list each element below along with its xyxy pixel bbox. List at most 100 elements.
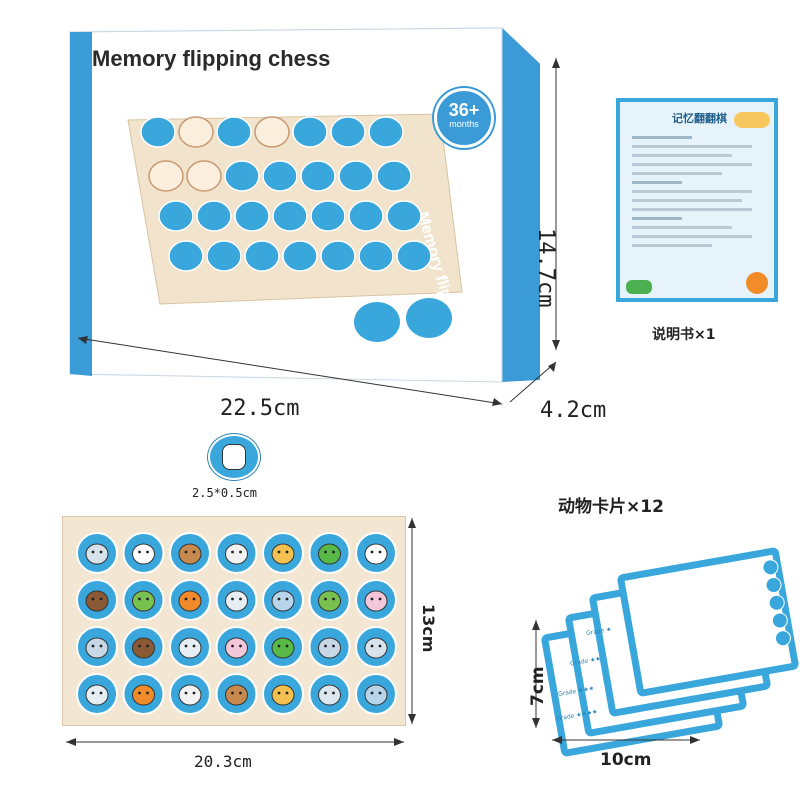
cow-piece [122, 532, 165, 574]
mouse-icon [318, 637, 341, 659]
crocodile-piece [262, 626, 304, 668]
eye [99, 550, 103, 554]
eye [370, 691, 374, 695]
bear-icon [85, 590, 109, 612]
eye [285, 550, 289, 554]
eye [277, 691, 281, 695]
box-dimension-lines [77, 58, 560, 406]
tiger-icon [178, 590, 202, 612]
eye [138, 691, 141, 695]
eye [370, 597, 374, 601]
tiger-piece [122, 673, 165, 715]
eye [285, 644, 289, 648]
instruction-text-block [632, 130, 752, 253]
box-depth-label: 4.2cm [540, 398, 607, 423]
box-piece [196, 200, 232, 232]
eye [332, 550, 335, 554]
box-pieces [140, 116, 432, 272]
eye [184, 550, 188, 554]
eye [146, 644, 149, 648]
hippo-icon [318, 684, 341, 706]
game-board [62, 516, 406, 726]
giraffe-icon [271, 543, 295, 565]
rabbit-piece [355, 579, 397, 621]
frog-icon [132, 590, 155, 612]
cat-piece [215, 579, 258, 621]
frog-piece [122, 579, 165, 621]
box-piece [396, 240, 432, 272]
box-piece [168, 240, 204, 272]
eye [324, 644, 327, 648]
eye [231, 644, 234, 648]
rabbit-icon [364, 590, 388, 612]
mouse-icon [85, 637, 109, 659]
eye [324, 550, 327, 554]
eye [91, 644, 95, 648]
box-piece [292, 116, 328, 148]
koala-icon [364, 637, 388, 659]
eye [277, 597, 281, 601]
crocodile-icon [271, 637, 295, 659]
giraffe-piece [262, 673, 304, 715]
eye [285, 597, 289, 601]
zebra-piece [215, 532, 258, 574]
eye [192, 644, 196, 648]
box-piece [282, 240, 318, 272]
eye [138, 644, 141, 648]
mouse-piece [308, 626, 351, 668]
eye [184, 644, 188, 648]
frog-piece [308, 579, 351, 621]
eye [277, 550, 281, 554]
tiger-icon [746, 272, 768, 294]
zebra-piece [169, 673, 211, 715]
empty-slot [178, 116, 214, 148]
elephant-icon [271, 590, 295, 612]
animal-cards-caption: 动物卡片×12 [558, 497, 664, 517]
box-piece [272, 200, 308, 232]
eye [231, 550, 234, 554]
eye [378, 597, 382, 601]
box-piece [376, 160, 412, 192]
box-piece [368, 116, 404, 148]
crocodile-piece [308, 532, 351, 574]
eye [231, 691, 234, 695]
eye [324, 691, 327, 695]
crocodile-icon [626, 280, 652, 294]
box-piece [158, 200, 194, 232]
eye [332, 597, 335, 601]
empty-slot [148, 160, 184, 192]
box-piece [338, 160, 374, 192]
monkey-icon [178, 543, 202, 565]
piece-size-label: 2.5*0.5cm [192, 486, 258, 500]
cat-icon [178, 637, 202, 659]
eye [277, 644, 281, 648]
eye [99, 691, 103, 695]
eye [138, 550, 141, 554]
eye [239, 550, 242, 554]
empty-slot [186, 160, 222, 192]
eye [285, 691, 289, 695]
koala-icon [85, 543, 109, 565]
box-piece [330, 116, 366, 148]
box-piece [262, 160, 298, 192]
box-piece [216, 116, 252, 148]
koala-piece [355, 626, 397, 668]
eye [192, 691, 196, 695]
eye [231, 597, 234, 601]
eye [378, 644, 382, 648]
instruction-title: 记忆翻翻棋 [672, 112, 727, 125]
mouse-piece [76, 626, 118, 668]
eye [184, 597, 188, 601]
box-piece [358, 240, 394, 272]
box-piece [206, 240, 242, 272]
age-badge: 36+ months [434, 88, 494, 148]
zebra-icon [225, 543, 248, 565]
age-badge-unit: months [449, 119, 479, 129]
monkey-icon [225, 684, 248, 706]
box-title: Memory flipping chess [92, 46, 331, 71]
zebra-icon [178, 684, 202, 706]
eye [378, 691, 382, 695]
eye [91, 597, 95, 601]
bear-icon [132, 637, 155, 659]
